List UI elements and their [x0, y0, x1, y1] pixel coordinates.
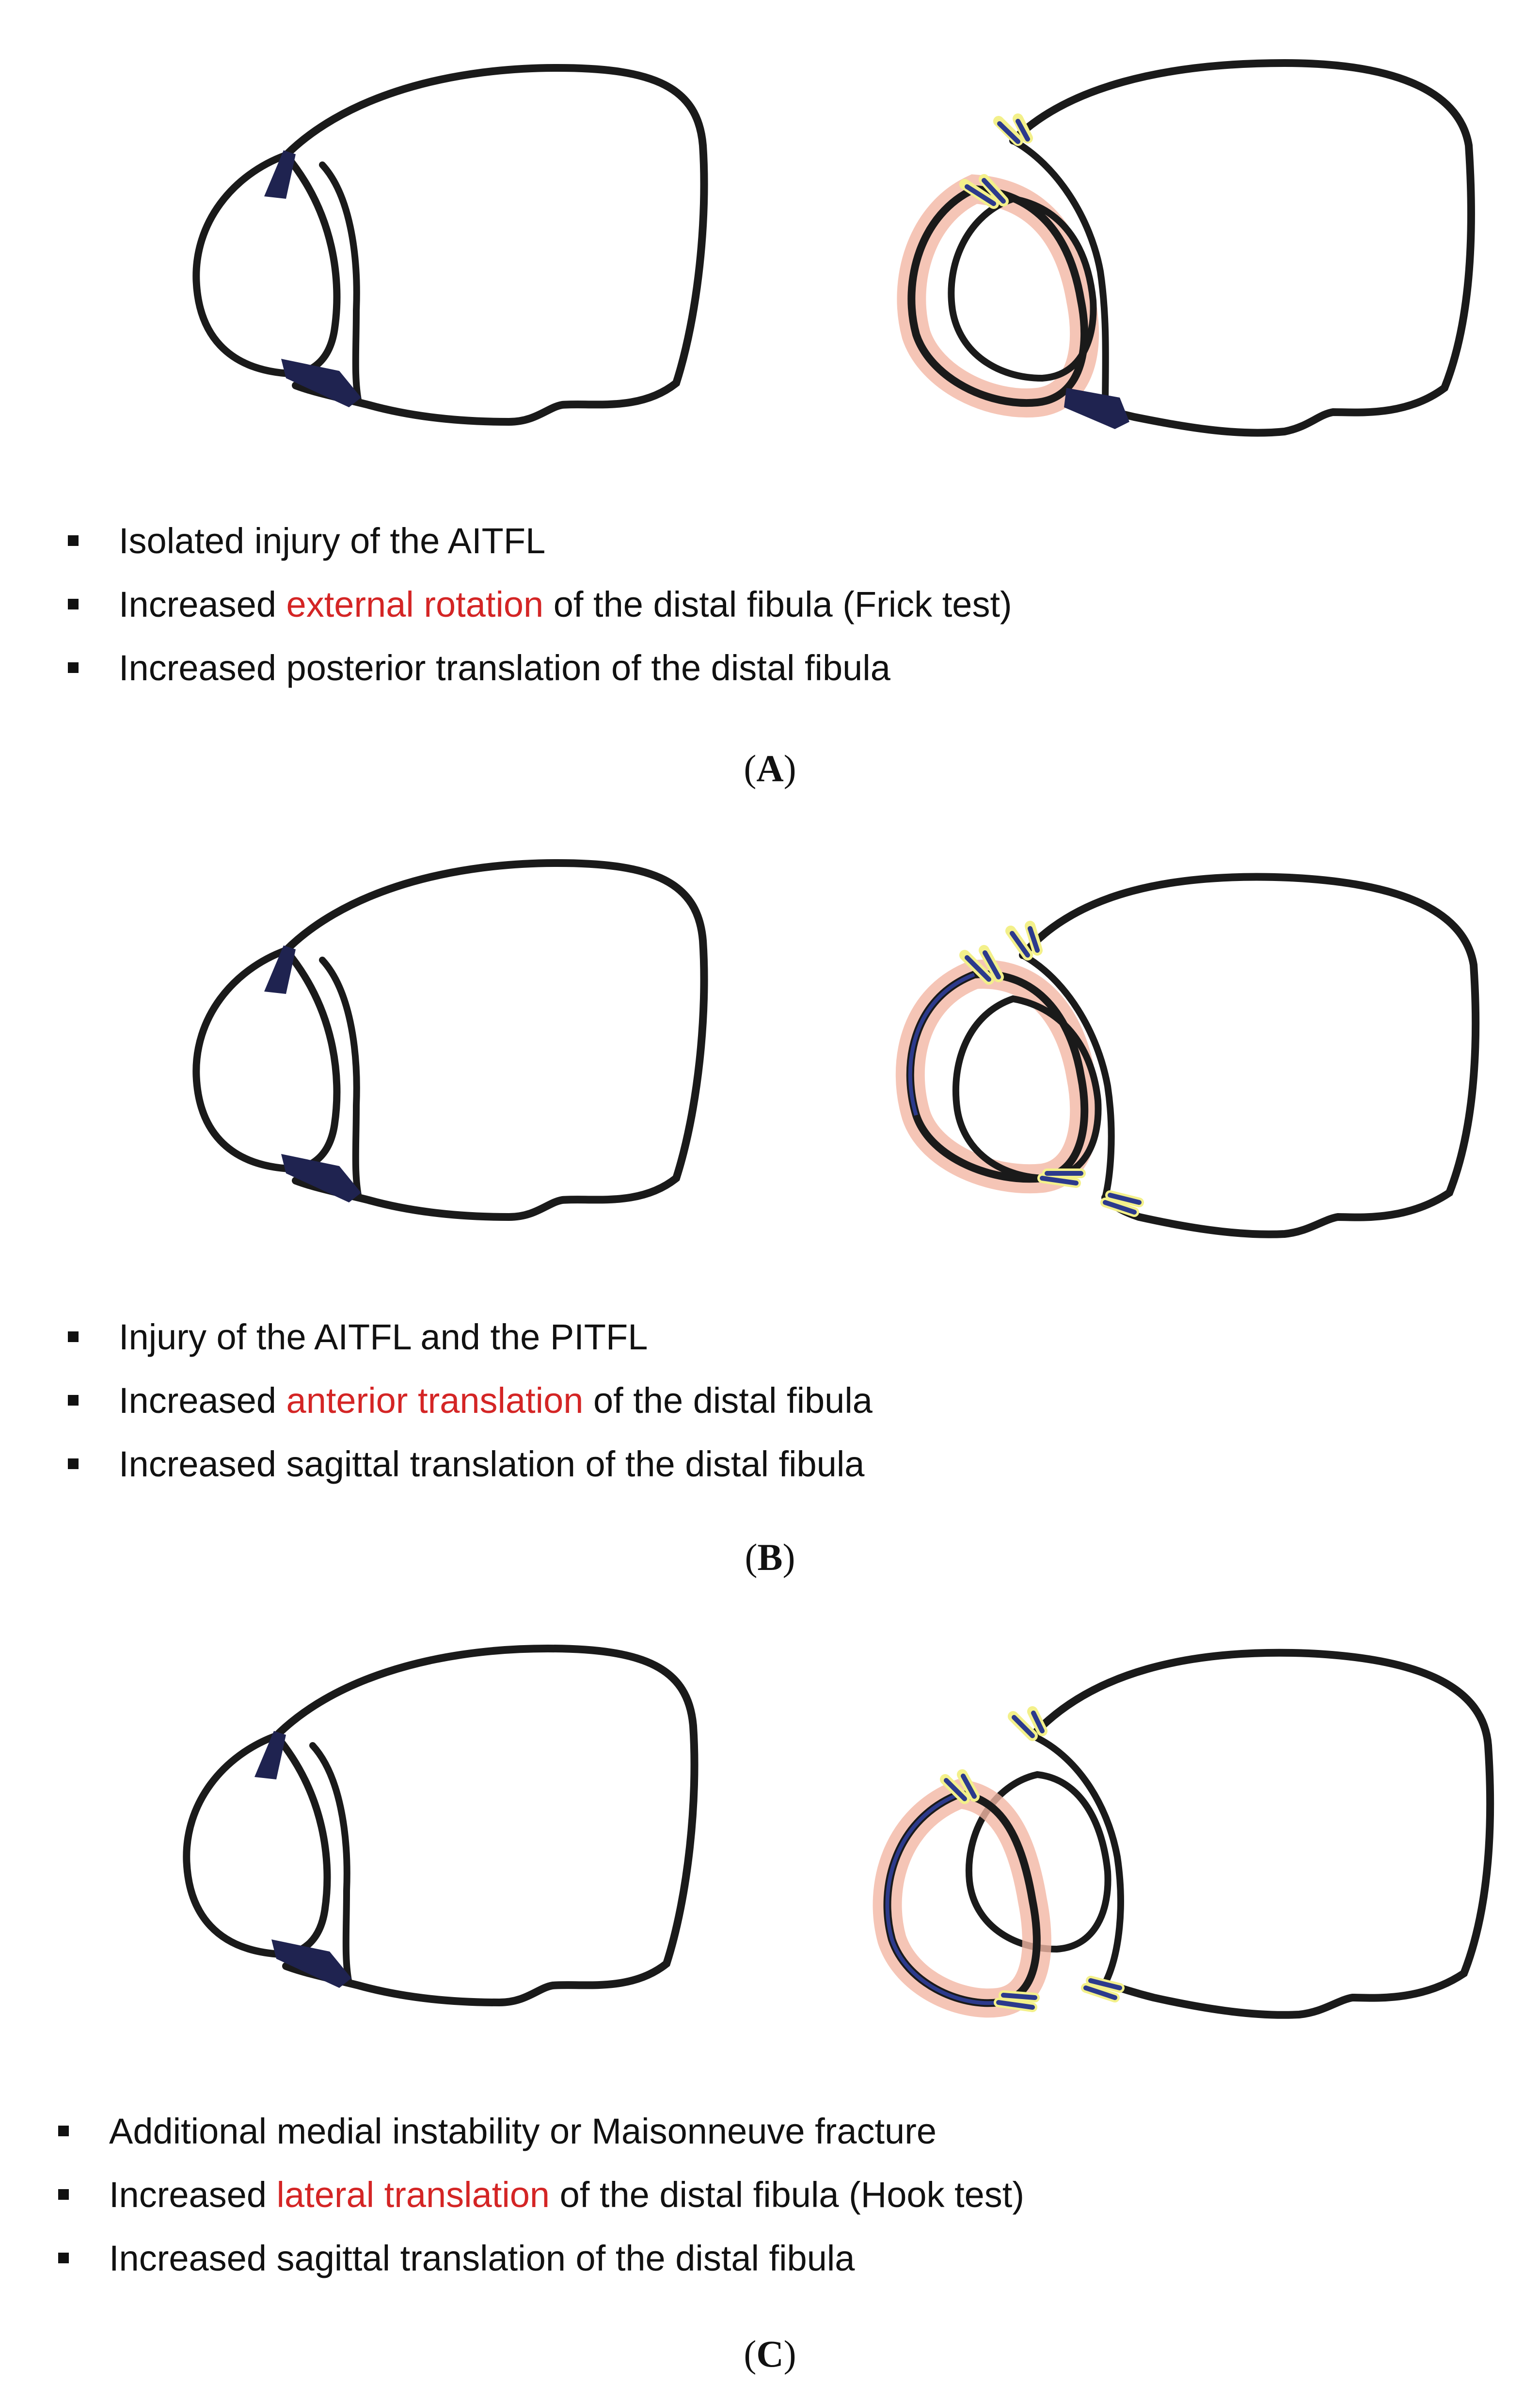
tibia-outline — [1009, 59, 1475, 437]
panel-b-drawings — [192, 859, 1480, 1238]
panel-c-bullet-list: Additional medial instability or Maisonn… — [58, 2099, 1024, 2290]
pitfl-ligament — [281, 1154, 361, 1202]
panel-a-drawings — [192, 59, 1475, 437]
aitfl-ligament — [254, 1731, 286, 1779]
injured-syndesmosis-drawing — [897, 59, 1475, 437]
bullet-item: Increased sagittal translation of the di… — [68, 1432, 873, 1496]
tibia-outline — [272, 1644, 699, 2007]
pitfl-ligament — [1064, 388, 1129, 429]
bullet-item: Increased external rotation of the dista… — [68, 573, 1012, 636]
incisura-groove — [1029, 1732, 1124, 1986]
aitfl-torn — [944, 1711, 1045, 1801]
pitfl-torn — [996, 1978, 1122, 2010]
bullet-item: Additional medial instability or Maisonn… — [58, 2099, 1024, 2163]
bullet-item: Increased lateral translation of the dis… — [58, 2163, 1024, 2226]
panel-c-caption: (C) — [744, 2333, 796, 2375]
tibia-outline — [282, 859, 708, 1221]
aitfl-torn — [965, 119, 1030, 206]
panel-a-bullet-list: Isolated injury of the AITFL Increased e… — [68, 509, 1012, 700]
bullet-item: Increased anterior translation of the di… — [68, 1369, 873, 1432]
aitfl-torn — [965, 926, 1040, 982]
normal-syndesmosis-drawing — [192, 859, 708, 1221]
aitfl-ligament — [264, 945, 296, 994]
fibula-original-position — [965, 1771, 1111, 1953]
incisura-groove — [319, 161, 362, 406]
panel-b: Injury of the AITFL and the PITFL Increa… — [0, 795, 1540, 1590]
bullet-item: Increased posterior translation of the d… — [68, 636, 1012, 700]
panel-c-drawings — [183, 1644, 1494, 2019]
fibula-original-position — [948, 195, 1097, 382]
pitfl-ligament — [271, 1939, 351, 1988]
injured-syndesmosis-drawing — [873, 1649, 1494, 2019]
pitfl-ligament — [281, 359, 361, 407]
fibula-displaced-ligament-tint — [885, 1792, 999, 2005]
bullet-item: Injury of the AITFL and the PITFL — [68, 1305, 873, 1369]
panel-b-caption: (B) — [745, 1536, 795, 1578]
incisura-groove — [1019, 952, 1115, 1201]
tibia-outline — [1019, 873, 1480, 1238]
aitfl-ligament — [264, 150, 296, 199]
injured-syndesmosis-drawing — [895, 873, 1480, 1238]
tibia-outline — [1029, 1649, 1494, 2019]
tibia-outline — [282, 64, 708, 426]
incisura-groove — [319, 957, 362, 1201]
fibula-outline — [192, 151, 341, 378]
bullet-item: Isolated injury of the AITFL — [68, 509, 1012, 573]
panel-b-bullet-list: Injury of the AITFL and the PITFL Increa… — [68, 1305, 873, 1496]
panel-c: Additional medial instability or Maisonn… — [0, 1590, 1540, 2401]
incisura-groove — [309, 1742, 352, 1986]
fibula-displaced-ligament-tint — [908, 973, 975, 1116]
pitfl-torn — [1040, 1171, 1142, 1215]
fibula-displaced — [907, 185, 1089, 407]
incisura-groove — [1010, 137, 1109, 413]
bullet-item: Increased sagittal translation of the di… — [58, 2226, 1024, 2290]
panel-a-caption: (A) — [744, 747, 796, 789]
fibula-outline — [192, 946, 341, 1173]
normal-syndesmosis-drawing — [183, 1644, 699, 2007]
normal-syndesmosis-drawing — [192, 64, 708, 426]
panel-a: Isolated injury of the AITFL Increased e… — [0, 0, 1540, 795]
fibula-outline — [183, 1731, 331, 1958]
